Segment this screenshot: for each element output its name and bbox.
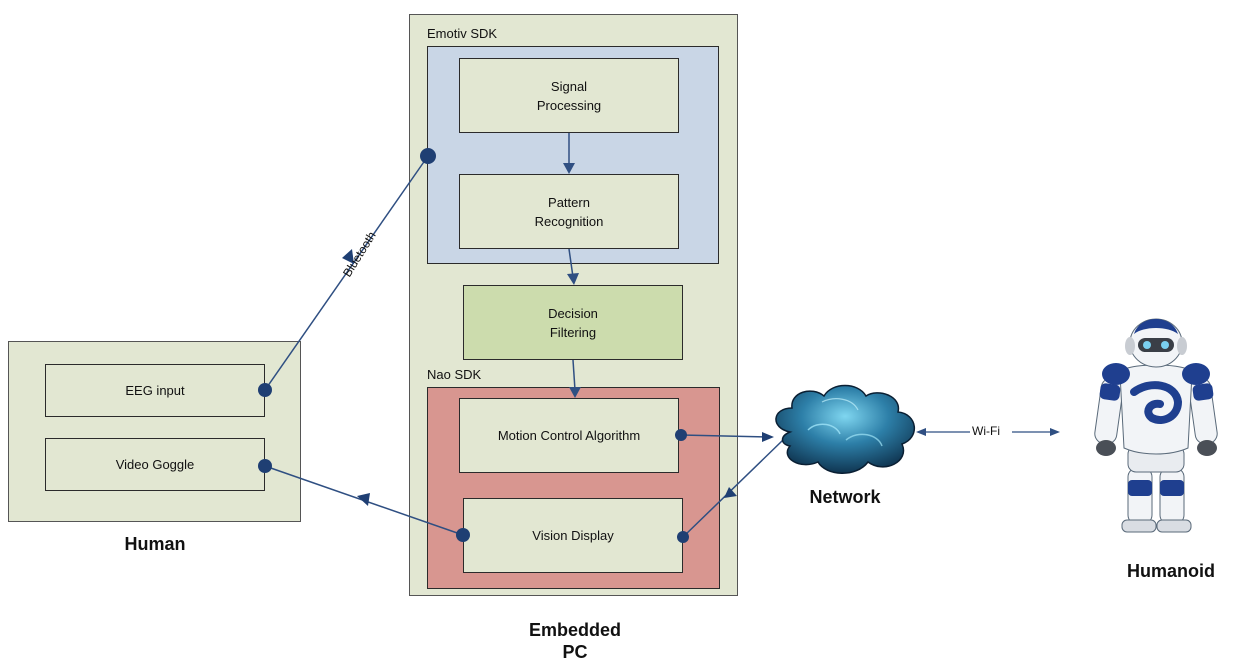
goggle-arrowhead xyxy=(357,493,370,506)
arrow-pattern-to-decision xyxy=(567,248,579,285)
wifi-link xyxy=(916,428,1060,436)
motion-output-dot xyxy=(675,429,687,441)
vision-to-goggle-link xyxy=(258,459,470,542)
embedded-pc-title: Embedded PC xyxy=(528,620,621,662)
vision-output-dot xyxy=(456,528,470,542)
decision-filtering-box: Decision Filtering xyxy=(463,285,683,360)
arrow-decision-to-motion xyxy=(569,359,581,398)
network-cloud-icon xyxy=(775,384,915,474)
signal-processing-box: Signal Processing xyxy=(459,58,679,133)
emotiv-input-dot xyxy=(420,148,436,164)
network-to-vision-link xyxy=(677,439,784,543)
bluetooth-arrowhead xyxy=(342,249,354,264)
humanoid-robot-icon xyxy=(1094,318,1218,533)
motion-to-network-link xyxy=(675,429,774,442)
wifi-label: Wi-Fi xyxy=(972,424,1000,438)
nao-sdk-label: Nao SDK xyxy=(427,367,482,382)
motion-control-box: Motion Control Algorithm xyxy=(459,398,679,473)
emotiv-sdk-label: Emotiv SDK xyxy=(427,26,498,41)
vision-input-dot xyxy=(677,531,689,543)
video-goggle-box: Video Goggle xyxy=(45,438,265,491)
arrow-signal-to-pattern xyxy=(563,133,575,174)
eeg-output-dot xyxy=(258,383,272,397)
bluetooth-link xyxy=(258,148,436,397)
pattern-recognition-box: Pattern Recognition xyxy=(459,174,679,249)
human-title: Human xyxy=(124,534,186,554)
network-title: Network xyxy=(809,487,881,507)
eeg-input-box: EEG input xyxy=(45,364,265,417)
vision-display-box: Vision Display xyxy=(463,498,683,573)
humanoid-title: Humanoid xyxy=(1127,561,1215,581)
goggle-input-dot xyxy=(258,459,272,473)
